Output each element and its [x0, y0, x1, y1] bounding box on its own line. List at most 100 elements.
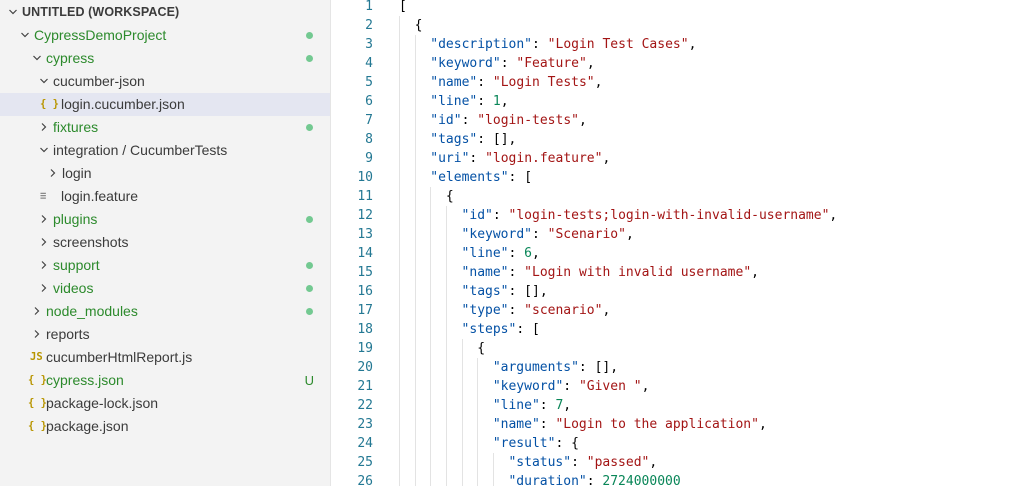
json-punctuation: {	[445, 189, 454, 204]
code-text: "keyword": "Scenario",	[462, 225, 634, 244]
explorer-item-cypressdemoproject[interactable]: CypressDemoProject	[0, 24, 330, 47]
code-line[interactable]: 24"result": {	[331, 434, 1024, 453]
json-punctuation: ,	[586, 56, 595, 71]
chevron-right-icon[interactable]	[37, 277, 51, 300]
code-line[interactable]: 4"keyword": "Feature",	[331, 54, 1024, 73]
line-number: 24	[357, 436, 373, 451]
explorer-item-package-json[interactable]: { }package.json	[0, 415, 330, 438]
json-file-icon: { }	[28, 419, 47, 432]
explorer-item-login-feature[interactable]: ≡login.feature	[0, 185, 330, 208]
json-punctuation: :	[461, 113, 478, 128]
code-line[interactable]: 18"steps": [	[331, 320, 1024, 339]
explorer-item-support[interactable]: support	[0, 254, 330, 277]
explorer-item-reports[interactable]: reports	[0, 323, 330, 346]
code-line[interactable]: 26"duration": 2724000000	[331, 472, 1024, 486]
json-string: "passed"	[586, 455, 650, 470]
json-key: "line"	[461, 246, 509, 261]
chevron-right-icon[interactable]	[37, 208, 51, 231]
json-key: "uri"	[430, 151, 470, 166]
code-line[interactable]: 21"keyword": "Given ",	[331, 377, 1024, 396]
chevron-down-icon[interactable]	[37, 139, 51, 162]
explorer-item-label: UNTITLED (WORKSPACE)	[22, 4, 180, 19]
code-line[interactable]: 11{	[331, 187, 1024, 206]
explorer-item-login-cucumber-json[interactable]: { }login.cucumber.json	[0, 92, 330, 116]
code-line[interactable]: 2{	[331, 16, 1024, 35]
explorer-item-package-lock-json[interactable]: { }package-lock.json	[0, 392, 330, 415]
code-text: "steps": [	[462, 320, 540, 339]
chevron-down-icon[interactable]	[37, 70, 51, 93]
code-line[interactable]: 6"line": 1,	[331, 92, 1024, 111]
chevron-right-icon[interactable]	[37, 254, 51, 277]
chevron-down-icon[interactable]	[18, 24, 32, 47]
feature-file-icon: ≡	[40, 189, 47, 202]
line-number: 6	[365, 94, 373, 109]
line-number: 15	[357, 265, 373, 280]
code-line[interactable]: 16 "tags": [],	[331, 282, 1024, 301]
code-line[interactable]: 14"line": 6,	[331, 244, 1024, 263]
code-line[interactable]: 12"id": "login-tests;login-with-invalid-…	[331, 206, 1024, 225]
chevron-right-icon[interactable]	[46, 162, 60, 185]
explorer-item-cucumber-json[interactable]: cucumber-json	[0, 70, 330, 93]
code-text: "keyword": "Feature",	[430, 54, 594, 73]
explorer-item-node-modules[interactable]: node_modules	[0, 300, 330, 323]
json-punctuation: :	[477, 75, 493, 90]
code-text: "status": "passed",	[508, 453, 657, 472]
code-line[interactable]: 5"name": "Login Tests",	[331, 73, 1024, 92]
code-line[interactable]: 22"line": 7,	[331, 396, 1024, 415]
code-line[interactable]: 8"tags": [],	[331, 130, 1024, 149]
code-line[interactable]: 13 "keyword": "Scenario",	[331, 225, 1024, 244]
json-key: "line"	[430, 94, 478, 109]
code-text: "id": "login-tests;login-with-invalid-us…	[462, 206, 838, 225]
json-key: "description"	[430, 37, 533, 52]
code-line[interactable]: 17"type": "scenario",	[331, 301, 1024, 320]
line-number: 26	[357, 474, 373, 486]
line-number: 21	[357, 379, 373, 394]
explorer-item-integration-cucumbertests[interactable]: integration / CucumberTests	[0, 139, 330, 162]
json-punctuation: ,	[602, 151, 611, 166]
json-punctuation: :	[508, 265, 525, 280]
json-punctuation: ,	[594, 75, 603, 90]
chevron-right-icon[interactable]	[30, 300, 44, 323]
chevron-right-icon[interactable]	[37, 116, 51, 139]
code-line[interactable]: 7"id": "login-tests",	[331, 111, 1024, 130]
code-text: [	[399, 0, 407, 16]
explorer-item-label: plugins	[53, 210, 98, 227]
code-text: "tags": [],	[462, 282, 548, 301]
chevron-right-icon[interactable]	[37, 231, 51, 254]
code-line[interactable]: 15"name": "Login with invalid username",	[331, 263, 1024, 282]
explorer-item-screenshots[interactable]: screenshots	[0, 231, 330, 254]
git-modified-dot-icon	[306, 31, 313, 39]
line-number: 13	[357, 227, 373, 242]
line-number: 7	[365, 113, 373, 128]
explorer-item-cypress[interactable]: cypress	[0, 47, 330, 70]
code-line[interactable]: 25"status": "passed",	[331, 453, 1024, 472]
code-line[interactable]: 19{	[331, 339, 1024, 358]
code-line[interactable]: 20"arguments": [],	[331, 358, 1024, 377]
explorer-item-plugins[interactable]: plugins	[0, 208, 330, 231]
code-line[interactable]: 9"uri": "login.feature",	[331, 149, 1024, 168]
json-punctuation: ,	[563, 398, 572, 413]
json-number: 1	[492, 94, 501, 109]
json-key: "type"	[461, 303, 509, 318]
code-text: "uri": "login.feature",	[430, 149, 610, 168]
code-line[interactable]: 23"name": "Login to the application",	[331, 415, 1024, 434]
line-number: 16	[357, 284, 373, 299]
explorer-item-login[interactable]: login	[0, 162, 330, 185]
explorer-item-fixtures[interactable]: fixtures	[0, 116, 330, 139]
code-editor[interactable]: 1[2{3"description": "Login Test Cases",4…	[331, 0, 1024, 486]
json-punctuation: ,	[829, 208, 838, 223]
chevron-down-icon[interactable]	[30, 47, 44, 70]
explorer-item-untitled-workspace[interactable]: UNTITLED (WORKSPACE)	[0, 1, 330, 24]
json-key: "id"	[430, 113, 462, 128]
code-line[interactable]: 10"elements": [	[331, 168, 1024, 187]
json-string: "login-tests"	[477, 113, 579, 128]
code-line[interactable]: 1[	[331, 0, 1024, 16]
chevron-down-icon[interactable]	[6, 1, 20, 24]
chevron-right-icon[interactable]	[30, 323, 44, 346]
code-line[interactable]: 3"description": "Login Test Cases",	[331, 35, 1024, 54]
explorer-item-videos[interactable]: videos	[0, 277, 330, 300]
json-file-icon: { }	[40, 97, 59, 110]
